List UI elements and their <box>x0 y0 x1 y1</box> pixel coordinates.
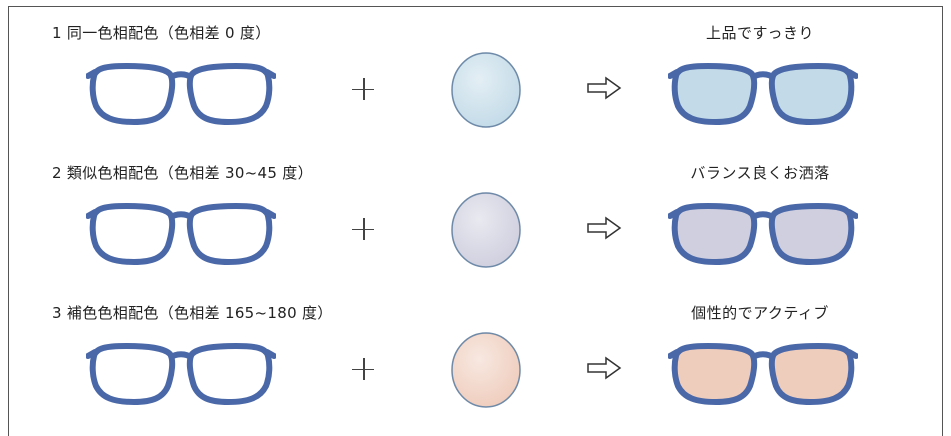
tinted-lens-sample <box>448 50 524 134</box>
right-temple <box>264 209 277 219</box>
plain-glasses-frame <box>85 342 277 410</box>
right-temple <box>264 349 277 359</box>
left-temple <box>85 69 98 79</box>
right-arrow-icon <box>586 216 622 244</box>
arrow-shape <box>587 76 622 100</box>
bridge <box>750 351 776 361</box>
plus-sign <box>352 78 376 102</box>
left-temple <box>85 209 98 219</box>
tinted-glasses-result <box>667 202 859 270</box>
scheme-row-1: 1 同一色相配色（色相差 0 度） 上品ですっきり <box>0 6 951 146</box>
left-lens-rim <box>671 343 758 405</box>
tinted-glasses-result <box>667 62 859 130</box>
right-temple <box>846 209 859 219</box>
right-temple <box>846 349 859 359</box>
scheme-effect-label: 上品ですっきり <box>706 24 814 42</box>
scheme-row-3: 3 補色色相配色（色相差 165~180 度） 個性的でアクティブ <box>0 286 951 426</box>
right-lens-rim <box>768 343 855 405</box>
bridge <box>750 71 776 81</box>
lens-highlight <box>453 334 519 406</box>
bridge <box>168 351 194 361</box>
right-lens-rim <box>186 63 273 125</box>
left-lens-rim <box>89 203 176 265</box>
left-lens-rim <box>671 63 758 125</box>
bridge <box>168 71 194 81</box>
left-temple <box>667 69 680 79</box>
lens-highlight <box>453 194 519 266</box>
left-lens-rim <box>671 203 758 265</box>
tinted-lens-sample <box>448 190 524 274</box>
scheme-title: 3 補色色相配色（色相差 165~180 度） <box>52 304 333 322</box>
scheme-row-2: 2 類似色相配色（色相差 30~45 度） バランス良くお洒落 <box>0 146 951 286</box>
left-lens-rim <box>89 63 176 125</box>
plain-glasses-frame <box>85 202 277 270</box>
left-temple <box>667 349 680 359</box>
plus-sign <box>352 358 376 382</box>
arrow-shape <box>587 216 622 240</box>
scheme-title: 2 類似色相配色（色相差 30~45 度） <box>52 164 313 182</box>
left-temple <box>667 209 680 219</box>
bridge <box>750 211 776 221</box>
tinted-lens-sample <box>448 330 524 414</box>
right-lens-rim <box>768 63 855 125</box>
scheme-effect-label: バランス良くお洒落 <box>690 164 830 182</box>
right-arrow-icon <box>586 356 622 384</box>
right-temple <box>264 69 277 79</box>
left-lens-rim <box>89 343 176 405</box>
scheme-effect-label: 個性的でアクティブ <box>691 304 829 322</box>
right-lens-rim <box>186 343 273 405</box>
plain-glasses-frame <box>85 62 277 130</box>
right-temple <box>846 69 859 79</box>
tinted-glasses-result <box>667 342 859 410</box>
right-lens-rim <box>186 203 273 265</box>
diagram-frame <box>8 6 943 436</box>
lens-highlight <box>453 54 519 126</box>
left-temple <box>85 349 98 359</box>
arrow-shape <box>587 356 622 380</box>
scheme-title: 1 同一色相配色（色相差 0 度） <box>52 24 271 42</box>
right-arrow-icon <box>586 76 622 104</box>
bridge <box>168 211 194 221</box>
right-lens-rim <box>768 203 855 265</box>
plus-sign <box>352 218 376 242</box>
